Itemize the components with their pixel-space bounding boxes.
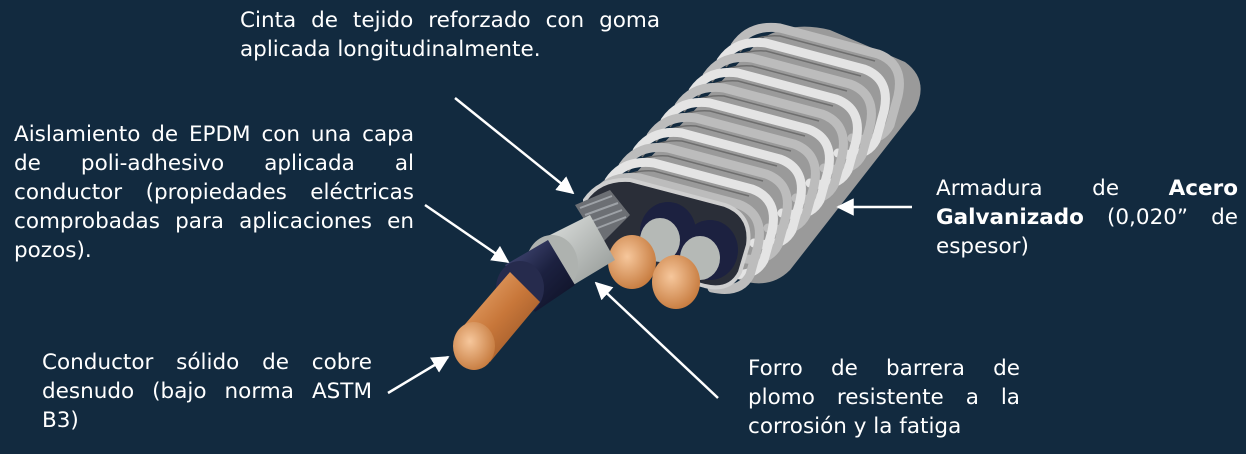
arrow-forro [594, 281, 719, 399]
arrow-aislamiento [424, 203, 510, 264]
braided-tape [575, 190, 630, 245]
label-forro: Forro de barrera de plomo resistente a l… [748, 356, 1020, 439]
arrow-cinta [454, 97, 575, 195]
label-aislamiento: Aislamiento de EPDM con una capa de poli… [14, 122, 414, 263]
arrow-conductor [387, 355, 450, 395]
rear-conductor-1 [608, 202, 696, 289]
label-conductor: Conductor sólido de cobre desnudo (bajo … [42, 350, 372, 433]
label-armadura-post: (0,020” de espesor) [936, 205, 1238, 259]
label-cinta: Cinta de tejido reforzado con goma aplic… [240, 8, 660, 62]
label-armadura: Armadura de Acero Galvanizado (0,020” de… [936, 174, 1238, 261]
label-armadura-pre: Armadura de [936, 176, 1169, 201]
front-copper-conductor [453, 272, 540, 370]
rear-conductor-2 [652, 220, 738, 309]
label-armadura-bold: Acero Galvanizado [936, 176, 1238, 230]
